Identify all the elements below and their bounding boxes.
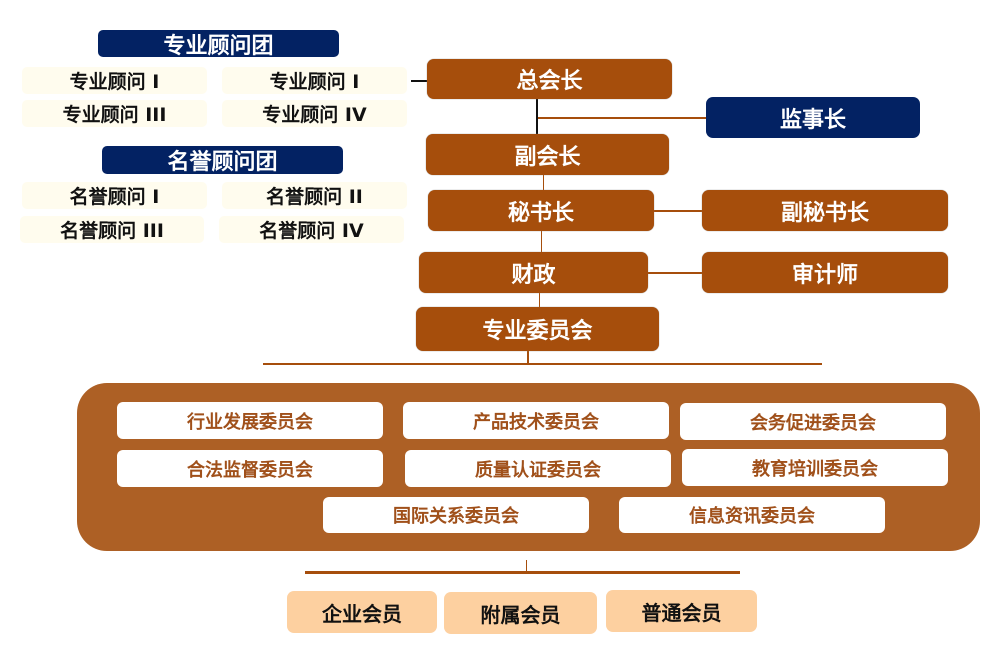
president-box: 总会长 (427, 59, 672, 99)
committee-box: 产品技术委员会 (403, 402, 669, 439)
auditor-box: 审计师 (702, 252, 948, 293)
committee-box: 教育培训委员会 (682, 449, 948, 486)
honorary-advisor-box: 名誉顾问 I (22, 182, 207, 209)
advisor-box: 专业顾问 III (22, 100, 207, 127)
committee-box: 国际关系委员会 (323, 497, 589, 533)
honorary-advisor-box: 名誉顾问 II (222, 182, 407, 209)
vice-president-box: 副会长 (426, 134, 669, 175)
honorary-advisor-box: 名誉顾问 III (20, 216, 204, 243)
connector-line (539, 293, 540, 307)
connector-line (536, 99, 538, 134)
honorary-advisor-box: 名誉顾问 IV (219, 216, 404, 243)
advisor-box: 专业顾问 I (222, 67, 407, 94)
honorary-group-title: 名誉顾问团 (102, 146, 343, 175)
committee-box: 信息资讯委员会 (619, 497, 885, 533)
member-type-box: 企业会员 (287, 591, 437, 633)
connector-line (648, 272, 702, 274)
finance-box: 财政 (419, 252, 648, 293)
connector-line (654, 210, 702, 212)
connector-line (527, 351, 529, 364)
connector-line (543, 175, 544, 190)
committee-box: 行业发展委员会 (117, 402, 383, 439)
connector-line (541, 231, 542, 252)
supervisor-box: 监事长 (706, 97, 920, 138)
member-type-box: 普通会员 (606, 590, 757, 632)
committee-box: 会务促进委员会 (680, 403, 946, 440)
member-type-box: 附属会员 (444, 592, 597, 634)
connector-line (411, 80, 427, 82)
advisory-group-title: 专业顾问团 (98, 30, 339, 59)
advisor-box: 专业顾问 I (22, 67, 207, 94)
connector-line (526, 560, 527, 572)
connector-line (538, 117, 706, 119)
advisor-box: 专业顾问 IV (222, 100, 407, 127)
committee-box: 合法监督委员会 (117, 450, 383, 487)
connector-line (305, 571, 740, 574)
connector-line (263, 363, 822, 365)
committees-box: 专业委员会 (416, 307, 659, 351)
secretary-general-box: 秘书长 (428, 190, 654, 231)
deputy-secretary-box: 副秘书长 (702, 190, 948, 231)
committee-box: 质量认证委员会 (405, 450, 671, 487)
